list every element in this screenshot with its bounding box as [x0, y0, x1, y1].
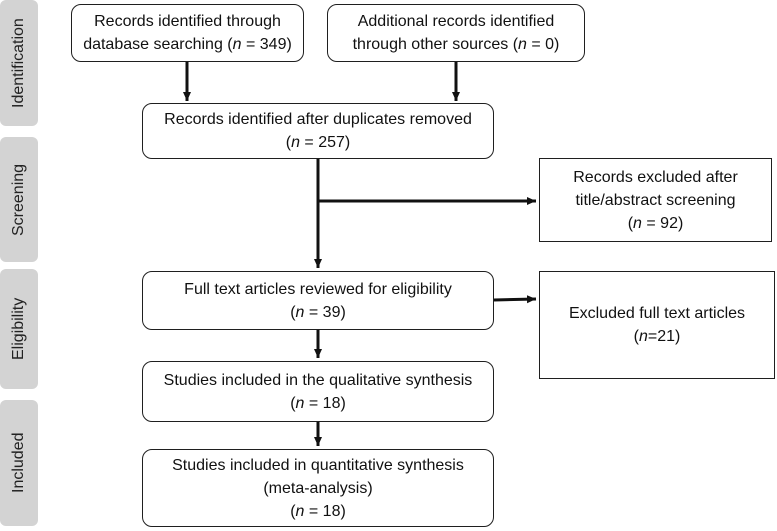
- excluded-screening-line1: Records excluded after: [573, 168, 738, 186]
- qualitative-count: (n = 18): [290, 394, 346, 412]
- box-other-records: Additional records identified through ot…: [327, 4, 585, 62]
- box-database-records: Records identified through database sear…: [71, 4, 304, 62]
- full-text-count: (n = 39): [290, 303, 346, 321]
- other-records-count: through other sources (n = 0): [352, 36, 560, 53]
- excluded-screening-line2: title/abstract screening: [575, 191, 736, 209]
- other-records-line1: Additional records identified: [357, 13, 555, 30]
- box-after-duplicates: Records identified after duplicates remo…: [142, 103, 494, 159]
- qualitative-line1: Studies included in the qualitative synt…: [163, 371, 473, 389]
- arrow-fulltext-to-excluded: [493, 295, 537, 304]
- excluded-full-text-count: (n=21): [633, 328, 681, 345]
- box-full-text: Full text articles reviewed for eligibil…: [142, 271, 494, 330]
- excluded-full-text-line1: Excluded full text articles: [568, 305, 746, 322]
- database-records-line1: Records identified through: [94, 13, 281, 30]
- quantitative-line1: Studies included in quantitative synthes…: [172, 456, 464, 474]
- quantitative-line2: (meta-analysis): [263, 479, 373, 497]
- box-qualitative: Studies included in the qualitative synt…: [142, 361, 494, 422]
- excluded-screening-count: (n = 92): [627, 214, 684, 232]
- box-excluded-screening: Records excluded after title/abstract sc…: [539, 158, 772, 242]
- box-quantitative: Studies included in quantitative synthes…: [142, 449, 494, 527]
- database-records-count: database searching (n = 349): [83, 36, 292, 53]
- quantitative-count: (n = 18): [290, 502, 346, 520]
- after-duplicates-count: (n = 257): [285, 134, 351, 151]
- box-excluded-full-text: Excluded full text articles (n=21): [539, 271, 775, 379]
- full-text-line1: Full text articles reviewed for eligibil…: [184, 280, 452, 298]
- after-duplicates-line1: Records identified after duplicates remo…: [164, 111, 472, 128]
